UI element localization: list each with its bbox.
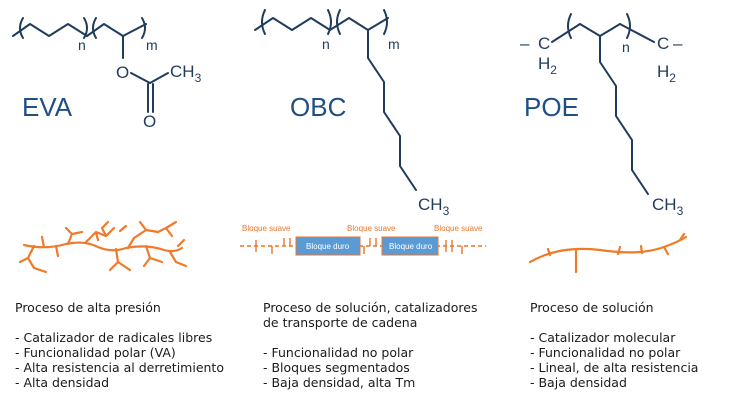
poe-bond-left xyxy=(551,23,581,43)
eva-description-title: Proceso de alta presión xyxy=(15,300,161,315)
obc-backbone-n xyxy=(254,17,331,31)
poe-c-left: C xyxy=(538,34,550,53)
obc-bracket-left-n xyxy=(261,9,266,35)
poe-sub-n: n xyxy=(622,39,630,55)
list-item: Funcionalidad no polar xyxy=(263,345,477,360)
poe-bond-mid xyxy=(579,23,601,37)
list-item: Baja densidad, alta Tm xyxy=(263,375,477,390)
list-item: Catalizador de radicales libres xyxy=(15,330,224,345)
poe-name: POE xyxy=(524,92,579,122)
obc-hard-block-1 xyxy=(295,236,361,256)
obc-soft-block-label-1: Bloque suave xyxy=(242,224,291,233)
obc-hard-block-2 xyxy=(381,236,439,256)
eva-chain xyxy=(18,220,188,274)
eva-o-to-c xyxy=(130,72,151,84)
eva-description: Proceso de alta presión Catalizador de r… xyxy=(15,300,224,390)
eva-sub-n: n xyxy=(78,37,86,53)
obc-ch3: CH3 xyxy=(418,195,450,218)
poe-h2-right: H2 xyxy=(657,62,676,85)
obc-bracket-right-m xyxy=(383,9,388,35)
obc-hard-block-label-2: Bloque duro xyxy=(389,242,433,251)
list-item: Alta resistencia al derretimiento xyxy=(15,360,224,375)
eva-bracket-left-m xyxy=(92,17,97,39)
eva-bracket-right-m xyxy=(141,17,146,39)
obc-description-title-line2: de transporte de cadena xyxy=(263,315,418,330)
list-item: Funcionalidad no polar xyxy=(530,345,698,360)
poe-description: Proceso de solución Catalizador molecula… xyxy=(530,300,698,390)
poe-h2-left: H2 xyxy=(538,54,557,77)
poe-feature-list: Catalizador molecular Funcionalidad no p… xyxy=(530,330,698,390)
obc-structure xyxy=(254,9,417,191)
list-item: Funcionalidad polar (VA) xyxy=(15,345,224,360)
poe-bracket-left xyxy=(567,13,572,39)
eva-atom-o2: O xyxy=(143,112,156,131)
list-item: Catalizador molecular xyxy=(530,330,698,345)
poe-dash-right: – xyxy=(673,34,683,53)
eva-structure xyxy=(12,17,169,113)
eva-atom-o: O xyxy=(116,63,129,82)
list-item: Baja densidad xyxy=(530,375,698,390)
poe-structure xyxy=(551,13,655,195)
eva-backbone-n xyxy=(12,23,88,37)
eva-bracket-right-n xyxy=(83,17,88,39)
poe-dash-left: – xyxy=(520,34,530,53)
eva-bracket-left-n xyxy=(19,17,24,39)
obc-sub-n: n xyxy=(322,36,330,52)
poe-ch3: CH3 xyxy=(652,195,684,218)
eva-feature-list: Catalizador de radicales libres Funciona… xyxy=(15,330,224,390)
obc-description: Proceso de solución, catalizadores de tr… xyxy=(263,300,477,390)
obc-chain: Bloque duro Bloque duro Bloque suave Blo… xyxy=(240,224,486,256)
eva-name: EVA xyxy=(22,92,73,122)
obc-sub-m: m xyxy=(388,36,400,52)
obc-side-chain xyxy=(367,29,417,191)
poe-bond-right-b xyxy=(619,23,655,43)
obc-feature-list: Funcionalidad no polar Bloques segmentad… xyxy=(263,345,477,390)
poe-description-title: Proceso de solución xyxy=(530,300,654,315)
eva-sub-m: m xyxy=(146,37,158,53)
list-item: Bloques segmentados xyxy=(263,360,477,375)
obc-bracket-left-m xyxy=(336,9,341,35)
obc-backbone-m xyxy=(329,17,389,31)
obc-soft-block-label-2: Bloque suave xyxy=(347,224,396,233)
list-item: Lineal, de alta resistencia xyxy=(530,360,698,375)
obc-soft-block-label-3: Bloque suave xyxy=(434,224,483,233)
obc-hard-block-label-1: Bloque duro xyxy=(306,242,350,251)
eva-backbone-m xyxy=(86,23,147,37)
poe-side-chain xyxy=(599,35,649,195)
obc-bracket-right-n xyxy=(327,9,332,35)
obc-description-title-line1: Proceso de solución, catalizadores xyxy=(263,300,478,315)
poe-bracket-right xyxy=(626,13,631,39)
eva-c-to-ch3 xyxy=(149,72,169,84)
obc-name: OBC xyxy=(290,92,346,122)
poe-bond-right-a xyxy=(599,23,621,37)
poe-chain xyxy=(528,232,688,274)
poe-c-right: C xyxy=(657,34,669,53)
eva-ch3: CH3 xyxy=(170,62,202,85)
list-item: Alta densidad xyxy=(15,375,224,390)
